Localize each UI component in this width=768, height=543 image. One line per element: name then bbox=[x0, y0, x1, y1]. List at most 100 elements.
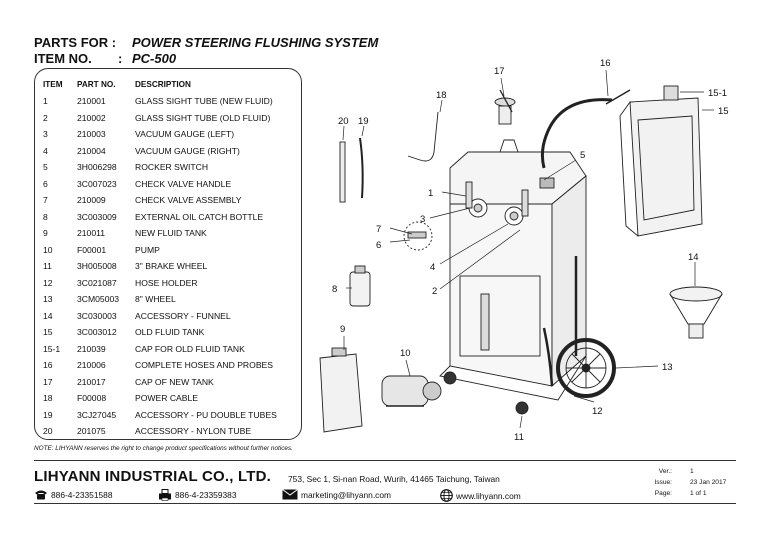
part-number: 3C021087 bbox=[77, 277, 117, 288]
part-number: F00008 bbox=[77, 393, 107, 403]
part-number: 3CM05003 bbox=[77, 294, 120, 304]
leader-lines bbox=[342, 69, 714, 429]
callout-12: 12 bbox=[592, 406, 603, 417]
item-number: 17 bbox=[43, 376, 53, 387]
callout-19: 19 bbox=[358, 116, 369, 127]
callout-14: 14 bbox=[688, 252, 699, 263]
part-number: 3H005008 bbox=[77, 261, 117, 271]
company-name: LIHYANN INDUSTRIAL CO., LTD. bbox=[34, 468, 271, 485]
part-number: 210039 bbox=[77, 343, 106, 354]
pump-illustration bbox=[381, 375, 442, 407]
callout-20: 20 bbox=[338, 116, 349, 127]
part-number: 3C007023 bbox=[77, 178, 117, 189]
version-label: Ver.: bbox=[658, 468, 672, 475]
item-number: 15 bbox=[43, 327, 53, 337]
callout-7: 7 bbox=[376, 224, 381, 235]
part-description: GLASS SIGHT TUBE (NEW FLUID) bbox=[135, 96, 273, 106]
parts-for-label: PARTS FOR : bbox=[34, 35, 117, 50]
part-number: 210011 bbox=[77, 228, 106, 238]
item-number: 12 bbox=[43, 277, 53, 288]
fax-number: 886-4-23359383 bbox=[175, 490, 237, 500]
col-item: ITEM bbox=[43, 80, 63, 89]
item-number: 16 bbox=[43, 360, 53, 370]
item-number: 18 bbox=[43, 393, 53, 403]
version-value: 1 bbox=[690, 468, 694, 475]
email-address[interactable]: marketing@lihyann.com bbox=[301, 489, 391, 500]
item-number: 15-1 bbox=[43, 343, 61, 354]
callout-2: 2 bbox=[432, 286, 437, 297]
item-no-colon: : bbox=[118, 51, 123, 66]
callout-5: 5 bbox=[580, 150, 585, 161]
item-number: 6 bbox=[43, 178, 48, 189]
globe-icon bbox=[440, 489, 453, 502]
footer-divider-bottom bbox=[34, 503, 736, 504]
part-number: F00001 bbox=[77, 244, 107, 255]
part-number: 3CJ27045 bbox=[77, 409, 117, 420]
item-number: 9 bbox=[43, 228, 48, 238]
col-description: DESCRIPTION bbox=[135, 80, 191, 89]
new-tank-cap-illustration bbox=[494, 89, 516, 125]
part-description: ROCKER SWITCH bbox=[135, 162, 209, 172]
part-number: 210003 bbox=[77, 129, 106, 139]
part-description: ACCESSORY - NYLON TUBE bbox=[135, 426, 252, 436]
part-description: COMPLETE HOSES AND PROBES bbox=[135, 360, 274, 370]
part-number: 3C030003 bbox=[77, 310, 117, 321]
part-description: ACCESSORY - PU DOUBLE TUBES bbox=[135, 409, 277, 420]
oil-catch-bottle-illustration bbox=[349, 265, 371, 307]
exploded-parts-diagram: 1 2 3 4 5 6 7 8 9 10 11 12 13 14 15 15-1… bbox=[319, 58, 729, 443]
callout-18: 18 bbox=[436, 90, 447, 101]
phone-icon bbox=[35, 490, 47, 500]
callout-13: 13 bbox=[662, 362, 673, 373]
item-number: 8 bbox=[43, 211, 48, 222]
item-no-value: PC-500 bbox=[132, 51, 177, 66]
parts-for-value: POWER STEERING FLUSHING SYSTEM bbox=[132, 35, 379, 50]
part-number: 210004 bbox=[77, 145, 106, 156]
callout-3: 3 bbox=[420, 214, 425, 225]
old-fluid-tank-illustration bbox=[619, 85, 703, 237]
part-description: VACUUM GAUGE (RIGHT) bbox=[135, 145, 240, 156]
web-contact[interactable]: www.lihyann.com bbox=[440, 489, 521, 502]
issue-label: Issue: bbox=[654, 479, 672, 486]
callout-11: 11 bbox=[514, 432, 524, 443]
callout-1: 1 bbox=[428, 188, 433, 199]
part-description: OLD FLUID TANK bbox=[135, 327, 205, 337]
item-number: 13 bbox=[43, 294, 53, 304]
part-number: 201075 bbox=[77, 426, 106, 436]
part-number: 210017 bbox=[77, 376, 106, 387]
item-number: 2 bbox=[43, 112, 48, 123]
new-fluid-tank-illustration bbox=[319, 347, 363, 433]
part-description: CAP OF NEW TANK bbox=[135, 376, 214, 387]
page-label: Page: bbox=[654, 490, 672, 497]
email-icon bbox=[282, 489, 298, 500]
part-description: CAP FOR OLD FLUID TANK bbox=[135, 343, 245, 354]
fax-icon bbox=[159, 489, 171, 501]
part-description: 3" BRAKE WHEEL bbox=[135, 261, 208, 271]
part-number: 3H006298 bbox=[77, 162, 117, 172]
part-description: CHECK VALVE HANDLE bbox=[135, 178, 232, 189]
wheel-illustration bbox=[443, 338, 616, 415]
part-description: 8" WHEEL bbox=[135, 294, 176, 304]
item-number: 4 bbox=[43, 145, 48, 156]
check-valve-illustration bbox=[403, 221, 433, 251]
item-number: 19 bbox=[43, 409, 53, 420]
cabinet-illustration bbox=[439, 139, 587, 401]
callout-17: 17 bbox=[494, 66, 505, 77]
item-no-heading: ITEM NO.: PC-500 bbox=[34, 51, 176, 66]
item-number: 10 bbox=[43, 244, 53, 255]
part-description: GLASS SIGHT TUBE (OLD FLUID) bbox=[135, 112, 271, 123]
funnel-illustration bbox=[669, 286, 723, 339]
callout-6: 6 bbox=[376, 240, 381, 251]
callout-8: 8 bbox=[332, 284, 337, 295]
parts-for-heading: PARTS FOR : POWER STEERING FLUSHING SYSTE… bbox=[34, 35, 378, 50]
callout-4: 4 bbox=[430, 262, 435, 273]
phone-number: 886-4-23351588 bbox=[51, 489, 113, 500]
hose-illustration bbox=[540, 98, 613, 169]
part-description: POWER CABLE bbox=[135, 393, 199, 403]
part-description: NEW FLUID TANK bbox=[135, 228, 207, 238]
email-contact[interactable]: marketing@lihyann.com bbox=[282, 489, 391, 500]
callout-9: 9 bbox=[340, 324, 345, 335]
phone-contact: 886-4-23351588 bbox=[34, 489, 112, 500]
website-link[interactable]: www.lihyann.com bbox=[456, 490, 521, 501]
item-no-label: ITEM NO. bbox=[34, 51, 92, 66]
